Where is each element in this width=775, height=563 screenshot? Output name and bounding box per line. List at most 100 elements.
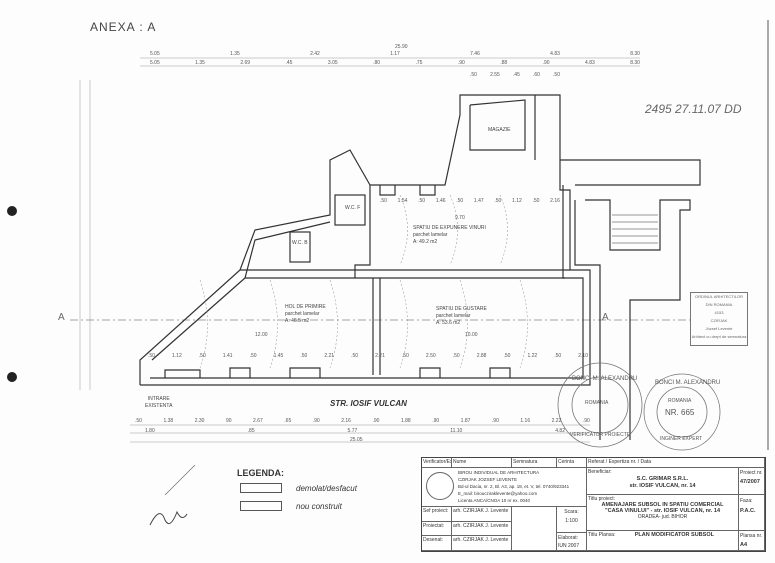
tb-date: Elaborat:IUN 2007: [557, 533, 587, 551]
tb-sheet: Plansa nr.A4: [739, 531, 765, 551]
dimension-value: .50: [135, 418, 142, 424]
tb-role: Desenat:: [422, 536, 452, 551]
dimension-value: .65: [284, 418, 292, 424]
dimension-value: .90: [372, 418, 380, 424]
dimension-value: .50: [456, 198, 464, 204]
dimension-value: .50: [198, 353, 206, 359]
dimension-value: 1.35: [195, 60, 205, 66]
tb-role: Proiectat:: [422, 522, 452, 536]
tb-header: Nume: [452, 458, 512, 468]
legend-title: LEGENDA:: [237, 468, 284, 478]
legend-swatch-demolished: [240, 483, 282, 493]
dimension-value: 1.80: [145, 428, 155, 434]
tb-name: arh. CZIRJAK J. Levente: [452, 522, 512, 536]
stamp2-outer: BONCI M. ALEXANDRU: [655, 380, 721, 386]
dimension-value: 1.46: [435, 198, 446, 204]
dimension-value: 1.45: [273, 353, 284, 359]
handwritten-note: 2495 27.11.07 DD: [645, 102, 742, 116]
section-mark-left: A: [58, 312, 65, 323]
punch-hole: [7, 206, 17, 216]
annex-label: ANEXA : A: [90, 20, 157, 34]
punch-hole: [7, 372, 17, 382]
dim-bottom-total: 25.05: [350, 437, 363, 443]
dimension-value: .50: [380, 198, 387, 204]
dimension-value: 1.17: [390, 51, 400, 57]
section-mark-right: A: [602, 312, 609, 323]
room-wc-f: W.C. F: [345, 205, 361, 211]
dim-top-total: 25.90: [395, 44, 408, 50]
tb-project-no: Proiect nr.47/2007: [739, 468, 765, 495]
tb-header: Referat / Expertiza nr. / Data: [587, 458, 765, 468]
dimension-value: .50: [300, 353, 308, 359]
dimension-value: 2.55: [490, 72, 500, 78]
dimension-value: .90: [491, 418, 499, 424]
dimension-value: 4.83: [585, 60, 595, 66]
dimension-value: 2.42: [310, 51, 320, 57]
dimension-value: .50: [470, 72, 477, 78]
dimension-value: 1.22: [527, 353, 538, 359]
signature: [149, 510, 188, 526]
dimension-value: 2.22: [551, 418, 562, 424]
dimension-value: .60: [532, 72, 540, 78]
dimension-value: .50: [249, 353, 257, 359]
dimension-value: 90: [225, 418, 232, 424]
dimension-value: .90: [312, 418, 320, 424]
street-label: STR. IOSIF VULCAN: [330, 399, 407, 408]
round-stamps: [557, 362, 721, 451]
dimension-value: .90: [582, 418, 590, 424]
dimension-value: .50: [553, 72, 560, 78]
dimension-value: .90: [432, 418, 440, 424]
legend-item-demolished: demolat/desfacut: [240, 483, 357, 493]
tb-beneficiary: Beneficiar:S.C. GRIMAR S.R.L.str. IOSIF …: [587, 468, 739, 495]
tb-role: Sef proiect:: [422, 507, 452, 522]
dimension-value: 5.05: [150, 51, 160, 57]
room-wc-b: W.C. B: [292, 240, 308, 246]
dimension-value: .50: [401, 353, 409, 359]
tb-signature-stamp: [512, 507, 557, 551]
dimension-value: 2.67: [253, 418, 263, 424]
tb-project-title: Titlu proiect:AMENAJARE SUBSOL IN SPATIU…: [587, 495, 739, 531]
stamp2-bottom: INGINER EXPERT: [660, 436, 703, 442]
tb-phase: Faza:P.A.C.: [739, 495, 765, 531]
dimension-value: .45: [285, 60, 293, 66]
dimension-value: .90: [542, 60, 550, 66]
dimension-value: .50: [351, 353, 359, 359]
dimension-value: .88: [500, 60, 508, 66]
room-magazie: MAGAZIE: [488, 127, 511, 133]
dimension-value: 1.54: [397, 198, 408, 204]
dim-length: 9.70: [455, 215, 465, 221]
dimension-value: .50: [418, 198, 426, 204]
dimension-value: 2.69: [240, 60, 251, 66]
title-block: Verificator/Expert Nume Semnatura Cerint…: [421, 457, 766, 552]
dimension-value: 11.10: [450, 428, 463, 434]
tb-name: arh. CZIRJAK J. Levente: [452, 507, 512, 522]
dimension-lines: [79, 57, 640, 443]
dimension-value: 3.05: [327, 60, 338, 66]
dimension-value: 1.47: [473, 198, 484, 204]
dimension-value: 1.12: [172, 353, 182, 359]
dim-length: 10.00: [465, 332, 478, 338]
stamp2-number: NR. 665: [665, 408, 695, 417]
dimension-value: 1.16: [520, 418, 531, 424]
dimension-value: 4.83: [550, 51, 560, 57]
dimension-value: 1.88: [400, 418, 411, 424]
dimension-value: 1.12: [512, 198, 522, 204]
dimension-value: .50: [503, 353, 511, 359]
stamp1-inner: ROMANIA: [585, 400, 609, 406]
dimension-value: 2.30: [194, 418, 205, 424]
dimension-value: 1.87: [460, 418, 471, 424]
dimension-value: 8.30: [630, 51, 640, 57]
stamp2-inner: ROMANIA: [668, 398, 692, 404]
dimension-value: .50: [148, 353, 155, 359]
dimension-value: .90: [457, 60, 465, 66]
